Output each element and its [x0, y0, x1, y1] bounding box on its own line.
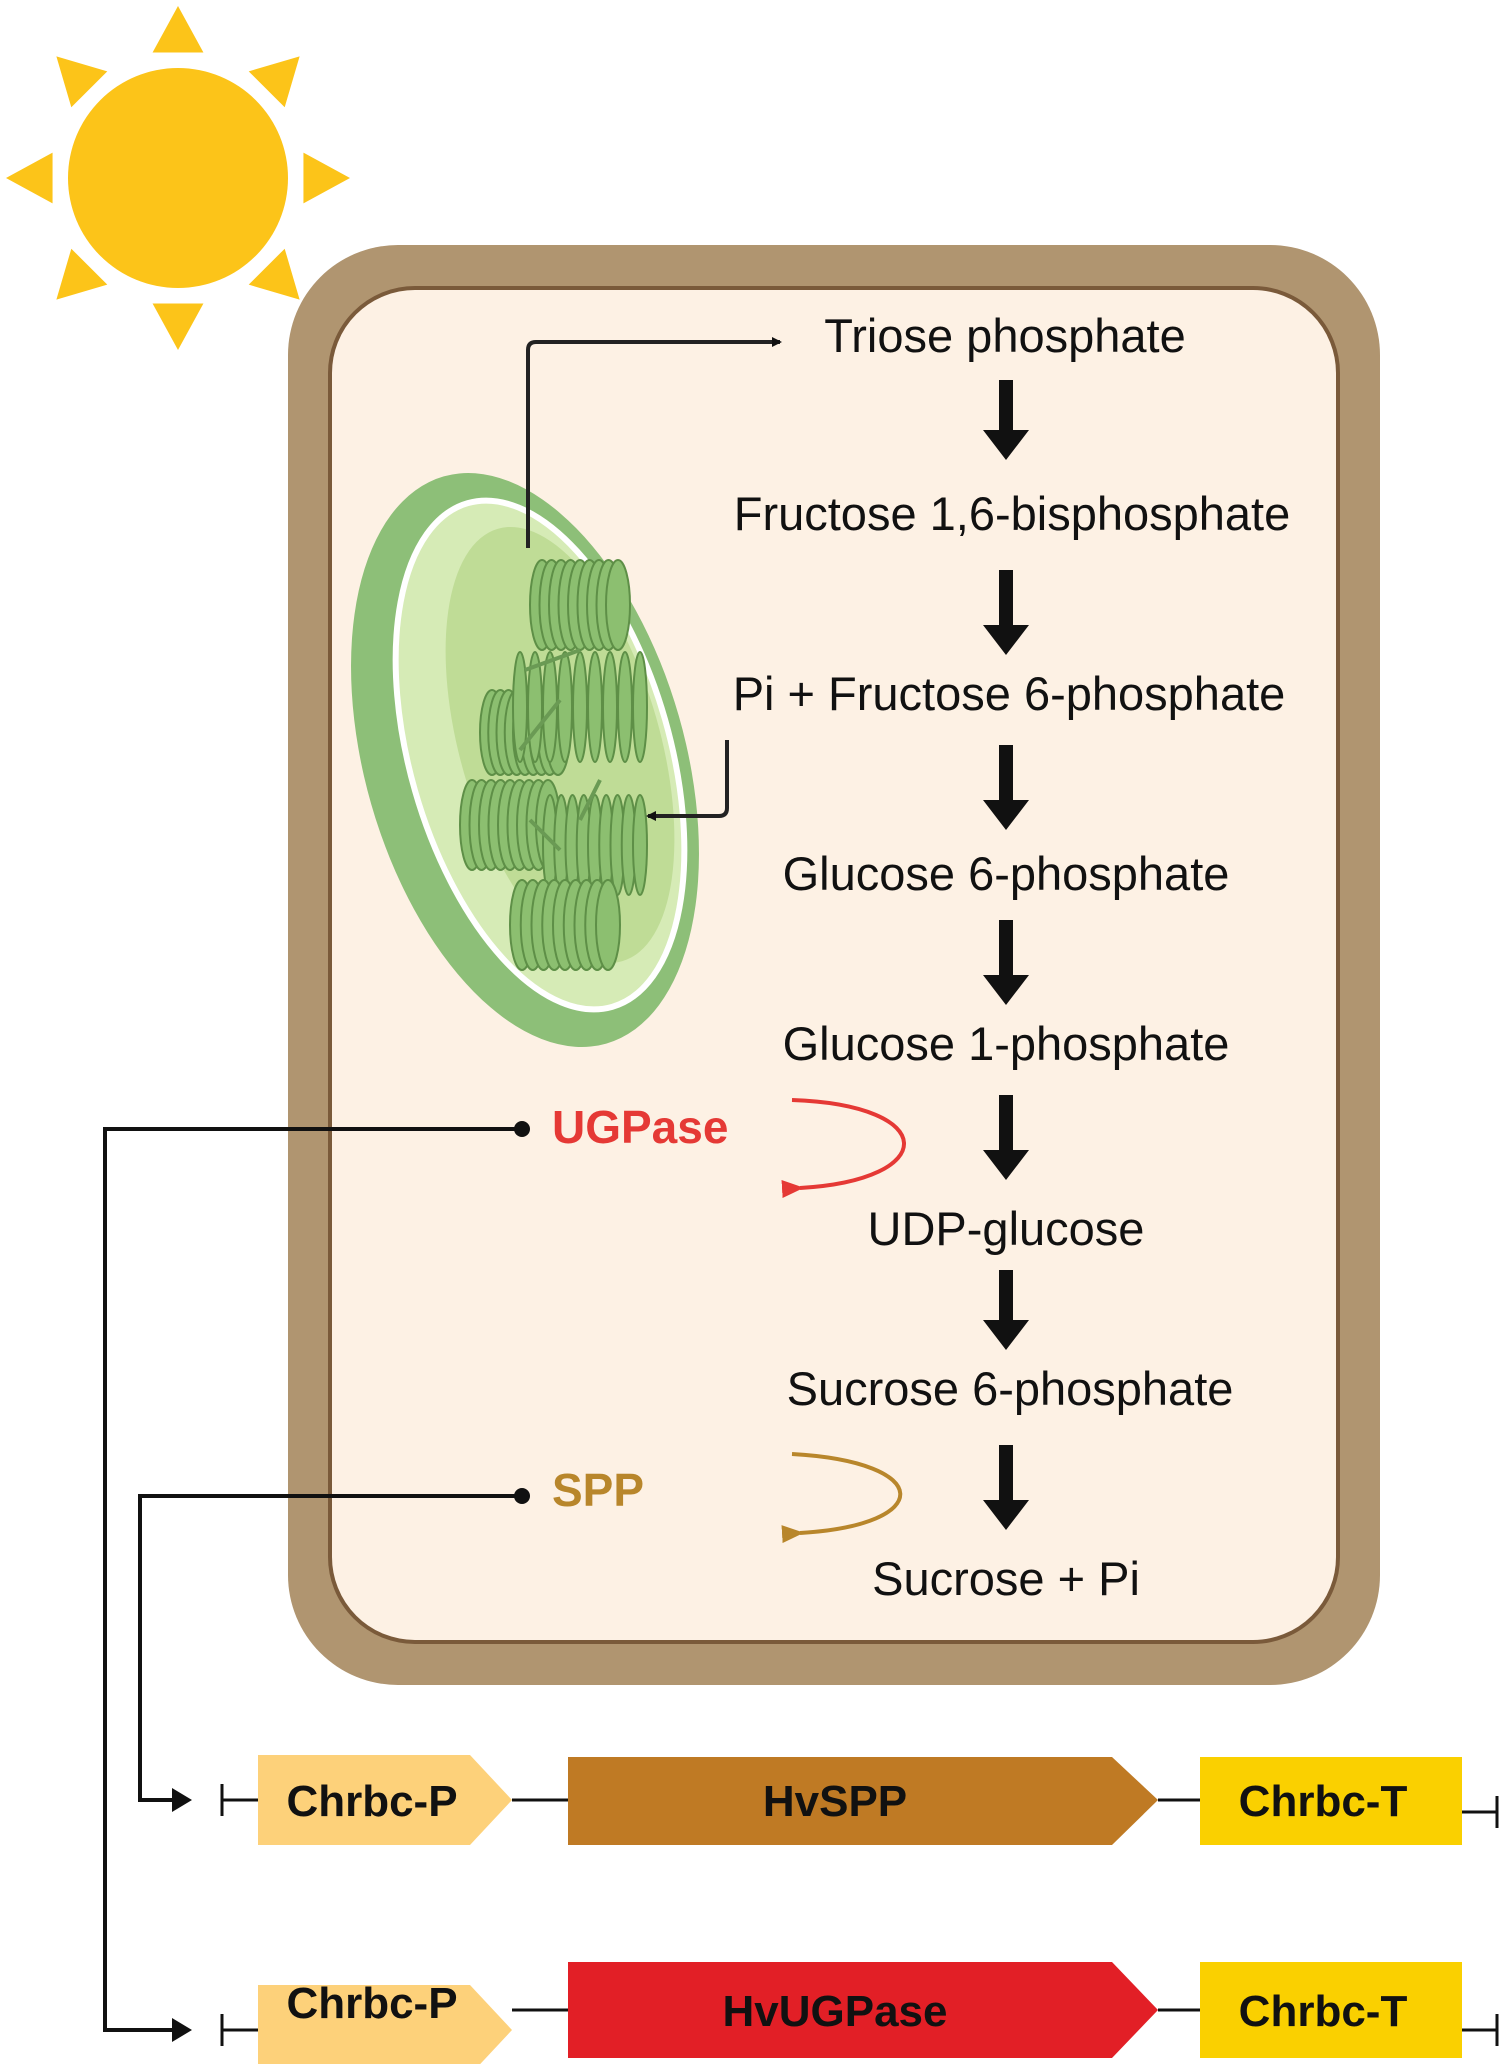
pathway-down-arrow: [983, 920, 1029, 1005]
spp-catalysis-arrow: [781, 1452, 903, 1544]
granum: [459, 779, 561, 871]
granum: [542, 794, 648, 896]
thylakoid-grana: [459, 559, 648, 971]
pathway-down-arrow: [983, 1445, 1029, 1530]
promoter-label-ugpase: Chrbc-P: [286, 1979, 457, 2028]
promoter-label-spp: Chrbc-P: [286, 1777, 457, 1826]
pi-return-arrow: [646, 740, 729, 821]
granum: [529, 559, 631, 651]
pathway-down-arrow: [983, 1095, 1029, 1180]
terminator-label-spp: Chrbc-T: [1239, 1777, 1408, 1826]
step-sucrose-6-phosphate: Sucrose 6-phosphate: [787, 1362, 1234, 1415]
step-fructose-bisphosphate: Fructose 1,6-bisphosphate: [734, 487, 1291, 540]
step-triose-phosphate: Triose phosphate: [824, 309, 1185, 362]
granum: [512, 651, 648, 763]
pathway-down-arrow: [983, 380, 1029, 460]
export-arrow: [526, 337, 782, 548]
enzyme-ugpase: UGPase: [552, 1101, 728, 1153]
chloroplast-icon: [351, 473, 699, 1047]
terminator-box-spp: [1200, 1757, 1462, 1845]
construct-ugpase: Chrbc-P HvUGPase Chrbc-T: [220, 1962, 1499, 2064]
pathway-down-arrow: [983, 745, 1029, 830]
gene-label-ugpase: HvUGPase: [722, 1987, 947, 2036]
sun-ray: [248, 248, 300, 300]
promoter-box-ugpase: [258, 1985, 512, 2064]
step-sucrose-pi: Sucrose + Pi: [872, 1552, 1140, 1605]
step-glucose-1-phosphate: Glucose 1-phosphate: [783, 1017, 1230, 1070]
step-udp-glucose: UDP-glucose: [868, 1202, 1145, 1255]
gene-box-ugpase: [568, 1962, 1158, 2058]
sun-ray: [6, 152, 53, 204]
step-fructose-6-phosphate: Pi + Fructose 6-phosphate: [733, 667, 1286, 720]
sun-ray: [248, 56, 300, 108]
granum: [509, 879, 621, 971]
sun-icon: [6, 6, 350, 350]
sun-ray: [303, 152, 350, 204]
pathway-down-arrow: [983, 1270, 1029, 1350]
sun-ray: [152, 6, 204, 53]
gene-label-spp: HvSPP: [763, 1777, 907, 1826]
pathway-steps: Triose phosphate Fructose 1,6-bisphospha…: [733, 309, 1291, 1605]
promoter-box-spp: [258, 1755, 512, 1845]
ugpase-link: [103, 1121, 530, 2042]
enzyme-spp: SPP: [552, 1464, 644, 1516]
step-glucose-6-phosphate: Glucose 6-phosphate: [783, 847, 1230, 900]
terminator-label-ugpase: Chrbc-T: [1239, 1987, 1408, 2036]
gene-box-spp: [568, 1757, 1158, 1845]
terminator-box-ugpase: [1200, 1962, 1462, 2058]
construct-spp: Chrbc-P HvSPP Chrbc-T: [220, 1755, 1499, 1845]
spp-link: [138, 1488, 530, 1812]
sun-ray: [56, 248, 108, 300]
sun-ray: [152, 303, 204, 350]
sun-ray: [56, 56, 108, 108]
pathway-down-arrow: [983, 570, 1029, 655]
pathway-arrows: [983, 380, 1029, 1530]
ugpase-catalysis-arrow: [781, 1098, 906, 1199]
